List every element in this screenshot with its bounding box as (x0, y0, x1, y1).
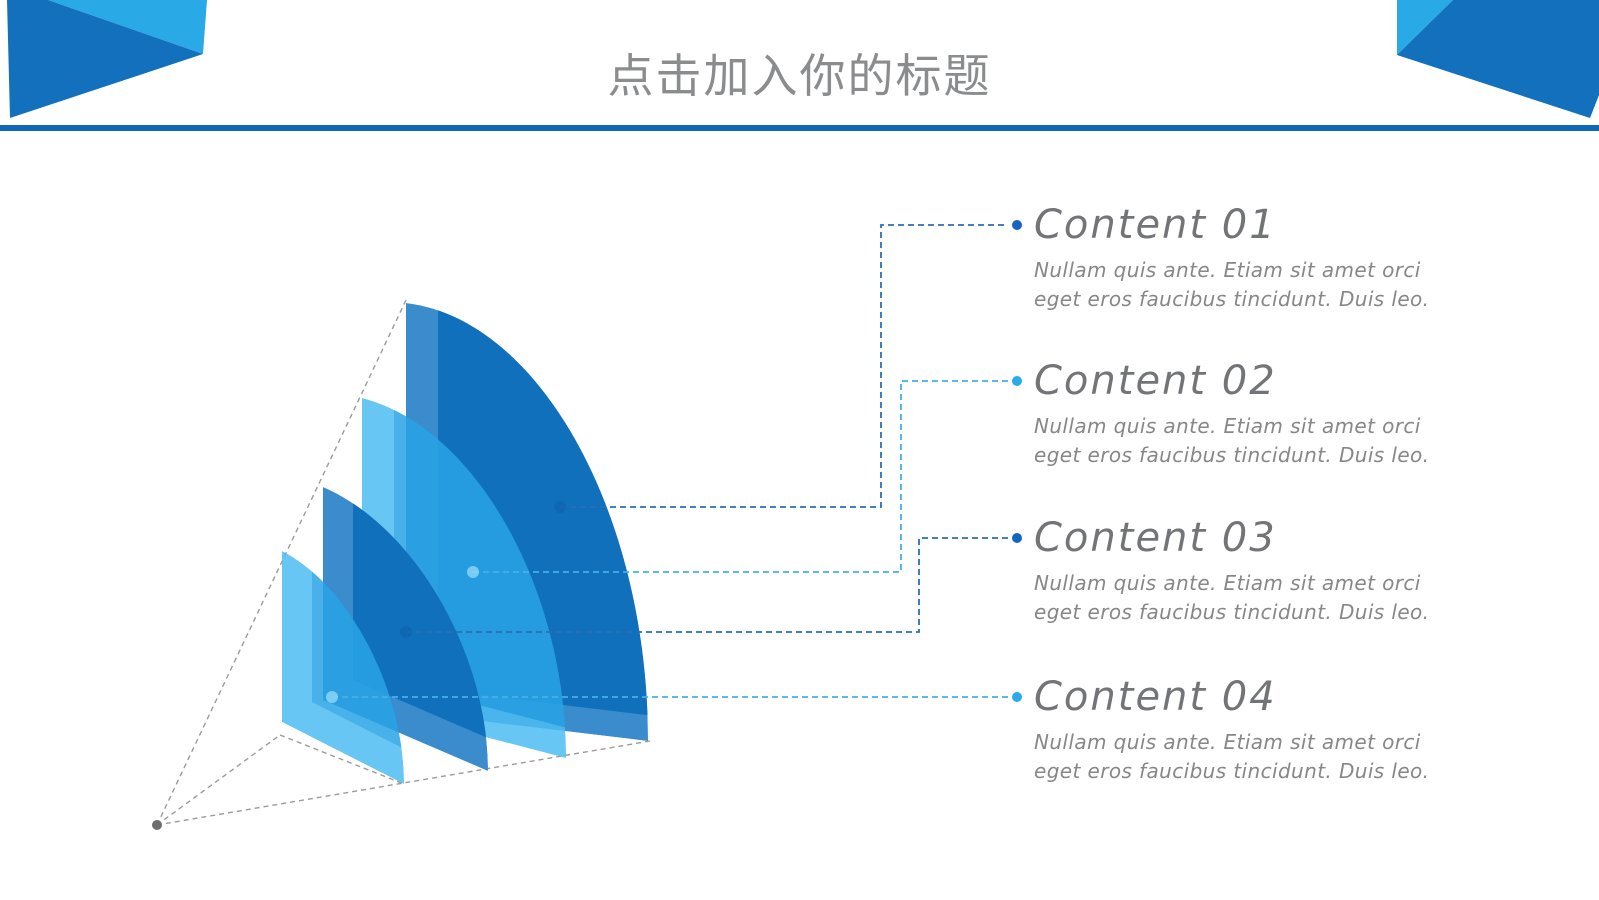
leader-anchor-4 (326, 691, 338, 703)
content-item-3[interactable]: Content 03 Nullam quis ante. Etiam sit a… (1034, 512, 1464, 627)
header-divider (0, 125, 1599, 131)
corner-ribbon-left-light (48, 0, 207, 54)
content-item-3-body: Nullam quis ante. Etiam sit amet orci eg… (1034, 571, 1430, 624)
leader-anchor-2 (467, 566, 479, 578)
leader-line-1 (560, 224, 1008, 508)
corner-ribbon-left-dark (7, 0, 203, 118)
corner-ribbon-right-dark (1397, 0, 1599, 118)
leader-line-3 (406, 537, 1008, 633)
leader-anchor-1 (554, 501, 566, 513)
apex-dot (152, 820, 162, 830)
content-item-1-body: Nullam quis ante. Etiam sit amet orci eg… (1034, 258, 1430, 311)
content-item-3-heading: Content 03 (1034, 515, 1277, 561)
content-item-4[interactable]: Content 04 Nullam quis ante. Etiam sit a… (1034, 671, 1464, 786)
content-item-1[interactable]: Content 01 Nullam quis ante. Etiam sit a… (1034, 199, 1464, 314)
leader-end-dot-2 (1012, 376, 1022, 386)
leader-end-dot-4 (1012, 692, 1022, 702)
leader-anchor-3 (400, 626, 412, 638)
corner-ribbon-left (7, 0, 207, 118)
content-item-4-heading: Content 04 (1034, 674, 1277, 720)
leader-end-dot-3 (1012, 533, 1022, 543)
content-item-2-heading: Content 02 (1034, 358, 1277, 404)
leader-end-dot-1 (1012, 220, 1022, 230)
content-item-4-body: Nullam quis ante. Etiam sit amet orci eg… (1034, 730, 1430, 783)
content-item-2[interactable]: Content 02 Nullam quis ante. Etiam sit a… (1034, 355, 1464, 470)
guide-apex-to-base-corner (156, 734, 281, 826)
guide-apex-to-tip (156, 740, 651, 826)
content-item-1-heading: Content 01 (1034, 202, 1277, 248)
guide-base-edge (279, 734, 405, 785)
leader-lines (326, 220, 1022, 703)
content-item-2-body: Nullam quis ante. Etiam sit amet orci eg… (1034, 414, 1430, 467)
slide-title[interactable]: 点击加入你的标题 (607, 49, 992, 103)
corner-ribbon-right (1397, 0, 1599, 118)
leader-line-2 (473, 380, 1008, 573)
